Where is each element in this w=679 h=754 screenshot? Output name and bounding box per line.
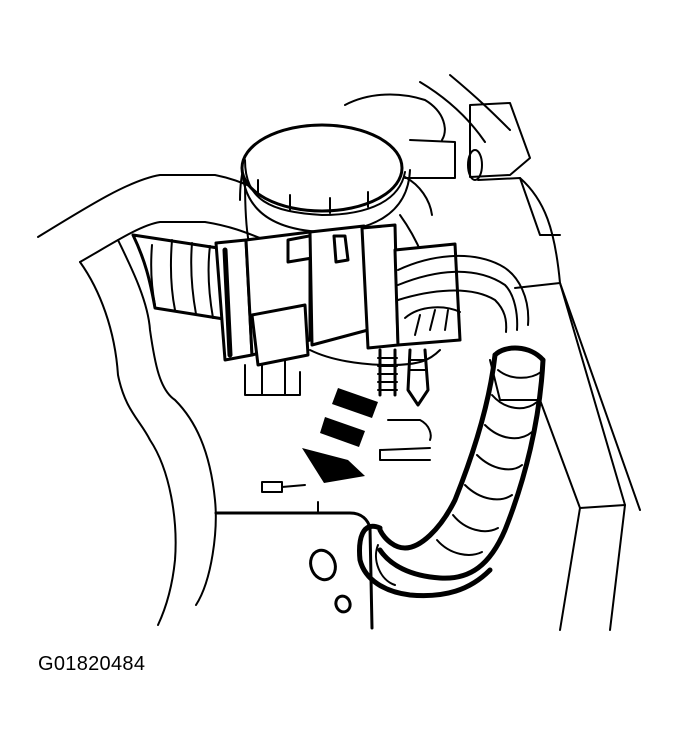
- wire-harness-left: [131, 233, 232, 322]
- right-bracket: [419, 74, 641, 631]
- body-panel-lines: [37, 174, 374, 630]
- reservoir: [239, 93, 483, 366]
- figure-id-label: G01820484: [38, 653, 146, 675]
- mounting-clips: [377, 348, 430, 407]
- corrugated-conduit: [357, 345, 546, 599]
- electrical-connector: [214, 223, 462, 396]
- removal-direction-arrow: [302, 388, 378, 483]
- connector-illustration: [37, 74, 641, 631]
- wire-bundle-right: [397, 255, 530, 336]
- hardware-details: [379, 419, 432, 461]
